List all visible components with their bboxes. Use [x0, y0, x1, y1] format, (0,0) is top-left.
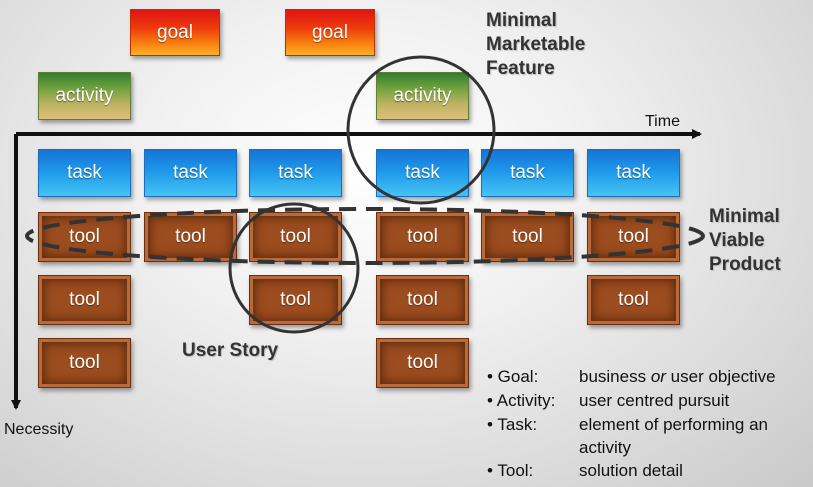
mmf-label: Minimal Marketable Feature [486, 10, 586, 79]
goal-box-2: goal [285, 9, 375, 56]
tool-box-6: tool [587, 212, 680, 262]
necessity-axis-label: Necessity [4, 421, 74, 438]
tool-box-9: tool [376, 275, 469, 325]
legend-row-task: • Task: element of performing an activit… [487, 415, 768, 457]
tool-box-4: tool [376, 212, 469, 262]
tool-box-11: tool [38, 338, 131, 388]
mmf-circle [346, 55, 496, 205]
time-axis-label: Time [645, 113, 680, 130]
task-box-5: task [481, 149, 574, 197]
legend-row-activity: • Activity: user centred pursuit [487, 391, 730, 410]
task-box-1: task [38, 149, 131, 197]
tool-box-7: tool [38, 275, 131, 325]
tool-box-2: tool [144, 212, 237, 262]
task-box-3: task [249, 149, 342, 197]
tool-box-10: tool [587, 275, 680, 325]
user-story-label: User Story [182, 340, 279, 361]
goal-box-1: goal [130, 9, 220, 56]
tool-box-8: tool [249, 275, 342, 325]
legend-row-goal: • Goal: business or user objective [487, 367, 776, 386]
legend: • Goal: business or user objective • Act… [487, 365, 811, 483]
task-box-2: task [144, 149, 237, 197]
tool-box-5: tool [481, 212, 574, 262]
mvp-ellipse [25, 207, 705, 265]
mvp-label: Minimal Viable Product [709, 206, 781, 275]
tool-box-12: tool [376, 338, 469, 388]
activity-box-1: activity [38, 72, 131, 120]
user-story-circle [228, 202, 360, 334]
task-box-6: task [587, 149, 680, 197]
activity-box-2: activity [376, 72, 469, 120]
task-box-4: task [376, 149, 469, 197]
legend-row-tool: • Tool: solution detail [487, 461, 683, 480]
tool-box-3: tool [249, 212, 342, 262]
